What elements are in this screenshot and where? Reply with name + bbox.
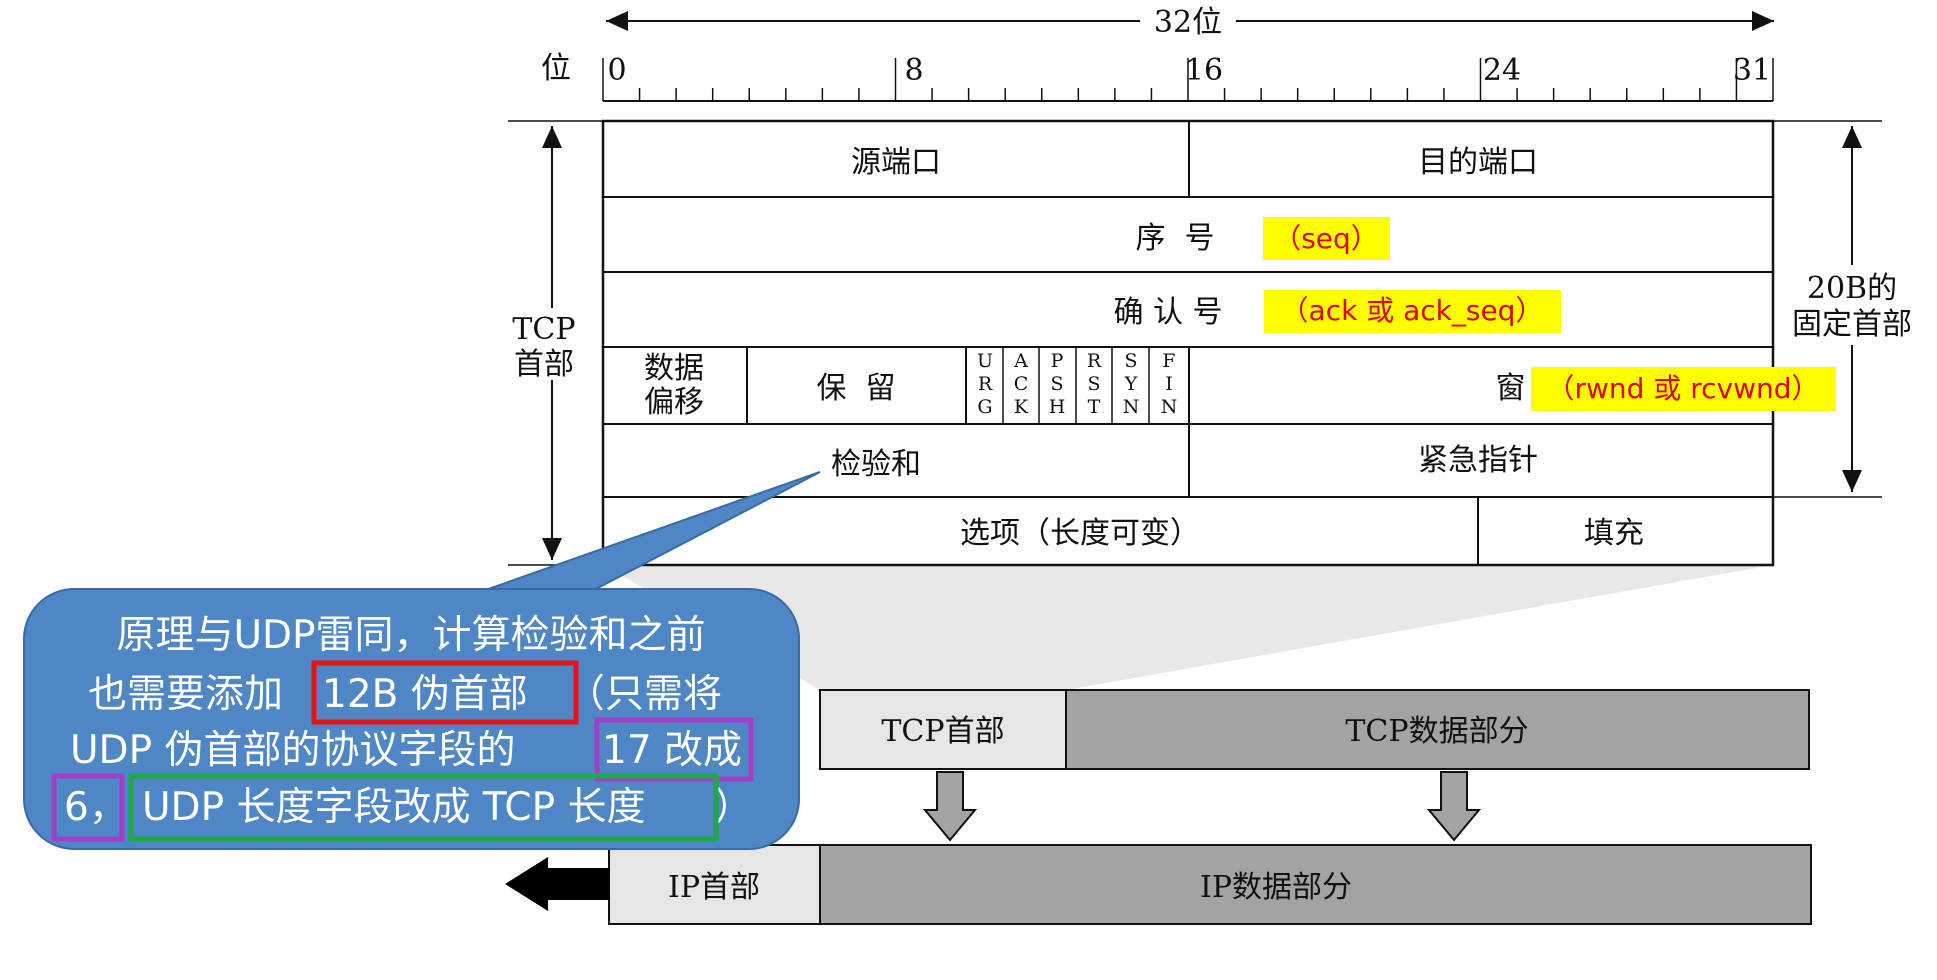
bit-axis-label: 位 — [541, 51, 571, 86]
tick-label-0: 0 — [607, 53, 626, 88]
down-arrow-data — [1426, 771, 1482, 842]
ip-header-block-label: IP首部 — [668, 870, 760, 905]
tick-label-31: 31 — [1733, 53, 1771, 88]
data-offset-label-1: 数据 — [644, 351, 704, 386]
width-label: 32位 — [1154, 5, 1222, 40]
callout-pointer-joint — [478, 590, 592, 596]
tcp-header-label-2: 首部 — [514, 347, 574, 382]
callout-line-4b: UDP 长度字段改成 TCP 长度 — [142, 785, 646, 830]
callout-line-1: 原理与UDP雷同，计算检验和之前 — [116, 613, 705, 658]
down-arrow-header — [922, 771, 978, 842]
callout-line-2c: （只需将 — [566, 672, 722, 717]
fixed-header-brace: 20B的 固定首部 — [1773, 120, 1912, 498]
tcp-header-brace: TCP 首部 — [508, 120, 603, 566]
checksum-label: 检验和 — [831, 447, 921, 482]
value-6-purple-box — [51, 773, 125, 842]
bit-ruler: 位 0 8 16 24 31 — [541, 51, 1774, 102]
tcp-header-block-label: TCP首部 — [881, 714, 1004, 749]
window-highlight: （rwnd 或 rcvwnd） — [1531, 367, 1836, 411]
callout-line-3b: 17 改成 — [602, 728, 742, 773]
tick-label-16: 16 — [1185, 53, 1223, 88]
tcp-header-block — [819, 689, 1067, 770]
ip-datagram: IP首部 IP数据部分 — [608, 844, 1812, 925]
tick-label-8: 8 — [904, 53, 923, 88]
callout-line-2a: 也需要添加 — [88, 672, 283, 717]
callout-line-2b: 12B 伪首部 — [322, 672, 528, 717]
ack-highlight: （ack 或 ack_seq） — [1264, 290, 1561, 333]
ip-data-block — [819, 844, 1812, 925]
ack-highlight-bg — [1264, 290, 1561, 333]
ack-label: 确 认 号 — [1113, 295, 1222, 330]
ip-header-block — [608, 844, 821, 925]
callout-body — [23, 588, 800, 850]
ruler-ticks — [602, 58, 1774, 101]
padding-label: 填充 — [1584, 516, 1644, 551]
left-arrow-icon — [505, 857, 610, 911]
protocol-17-purple-box — [594, 717, 754, 782]
options-label: 选项（长度可变） — [960, 516, 1200, 551]
tcp-header-label-1: TCP — [512, 312, 575, 347]
ip-data-block-label: IP数据部分 — [1200, 870, 1352, 905]
data-offset-label-2: 偏移 — [644, 385, 704, 420]
seq-highlight-text: （seq） — [1273, 222, 1379, 255]
tcp-data-block — [1065, 689, 1810, 770]
ack-highlight-text: （ack 或 ack_seq） — [1281, 294, 1544, 327]
callout-line-3a: UDP 伪首部的协议字段的 — [70, 728, 516, 773]
seq-label: 序 号 — [1135, 221, 1214, 256]
tick-label-24: 24 — [1483, 53, 1521, 88]
seq-highlight: （seq） — [1263, 217, 1390, 260]
window-highlight-text: （rwnd 或 rcvwnd） — [1546, 372, 1819, 405]
pseudo-header-red-box — [311, 660, 579, 725]
width-arrow: 32位 — [606, 5, 1774, 40]
tcp-data-block-label: TCP数据部分 — [1345, 714, 1528, 749]
reserved-label: 保 留 — [816, 371, 895, 406]
callout-line-4c: ） — [714, 785, 753, 830]
callout-line-4a: 6， — [64, 785, 128, 830]
seq-highlight-bg — [1263, 217, 1390, 260]
dst-port-label: 目的端口 — [1418, 145, 1538, 180]
window-highlight-bg — [1531, 367, 1836, 411]
expansion-funnel — [603, 565, 1773, 690]
callout-bubble: 原理与UDP雷同，计算检验和之前 也需要添加 12B 伪首部 （只需将 UDP … — [23, 471, 821, 850]
src-port-label: 源端口 — [851, 145, 941, 180]
fixed-header-label-1: 20B的 — [1807, 271, 1897, 306]
tcp-segment: TCP首部 TCP数据部分 — [819, 689, 1810, 770]
fixed-header-label-2: 固定首部 — [1792, 307, 1912, 342]
urgent-pointer-label: 紧急指针 — [1418, 443, 1538, 478]
udp-length-green-box — [128, 773, 719, 842]
